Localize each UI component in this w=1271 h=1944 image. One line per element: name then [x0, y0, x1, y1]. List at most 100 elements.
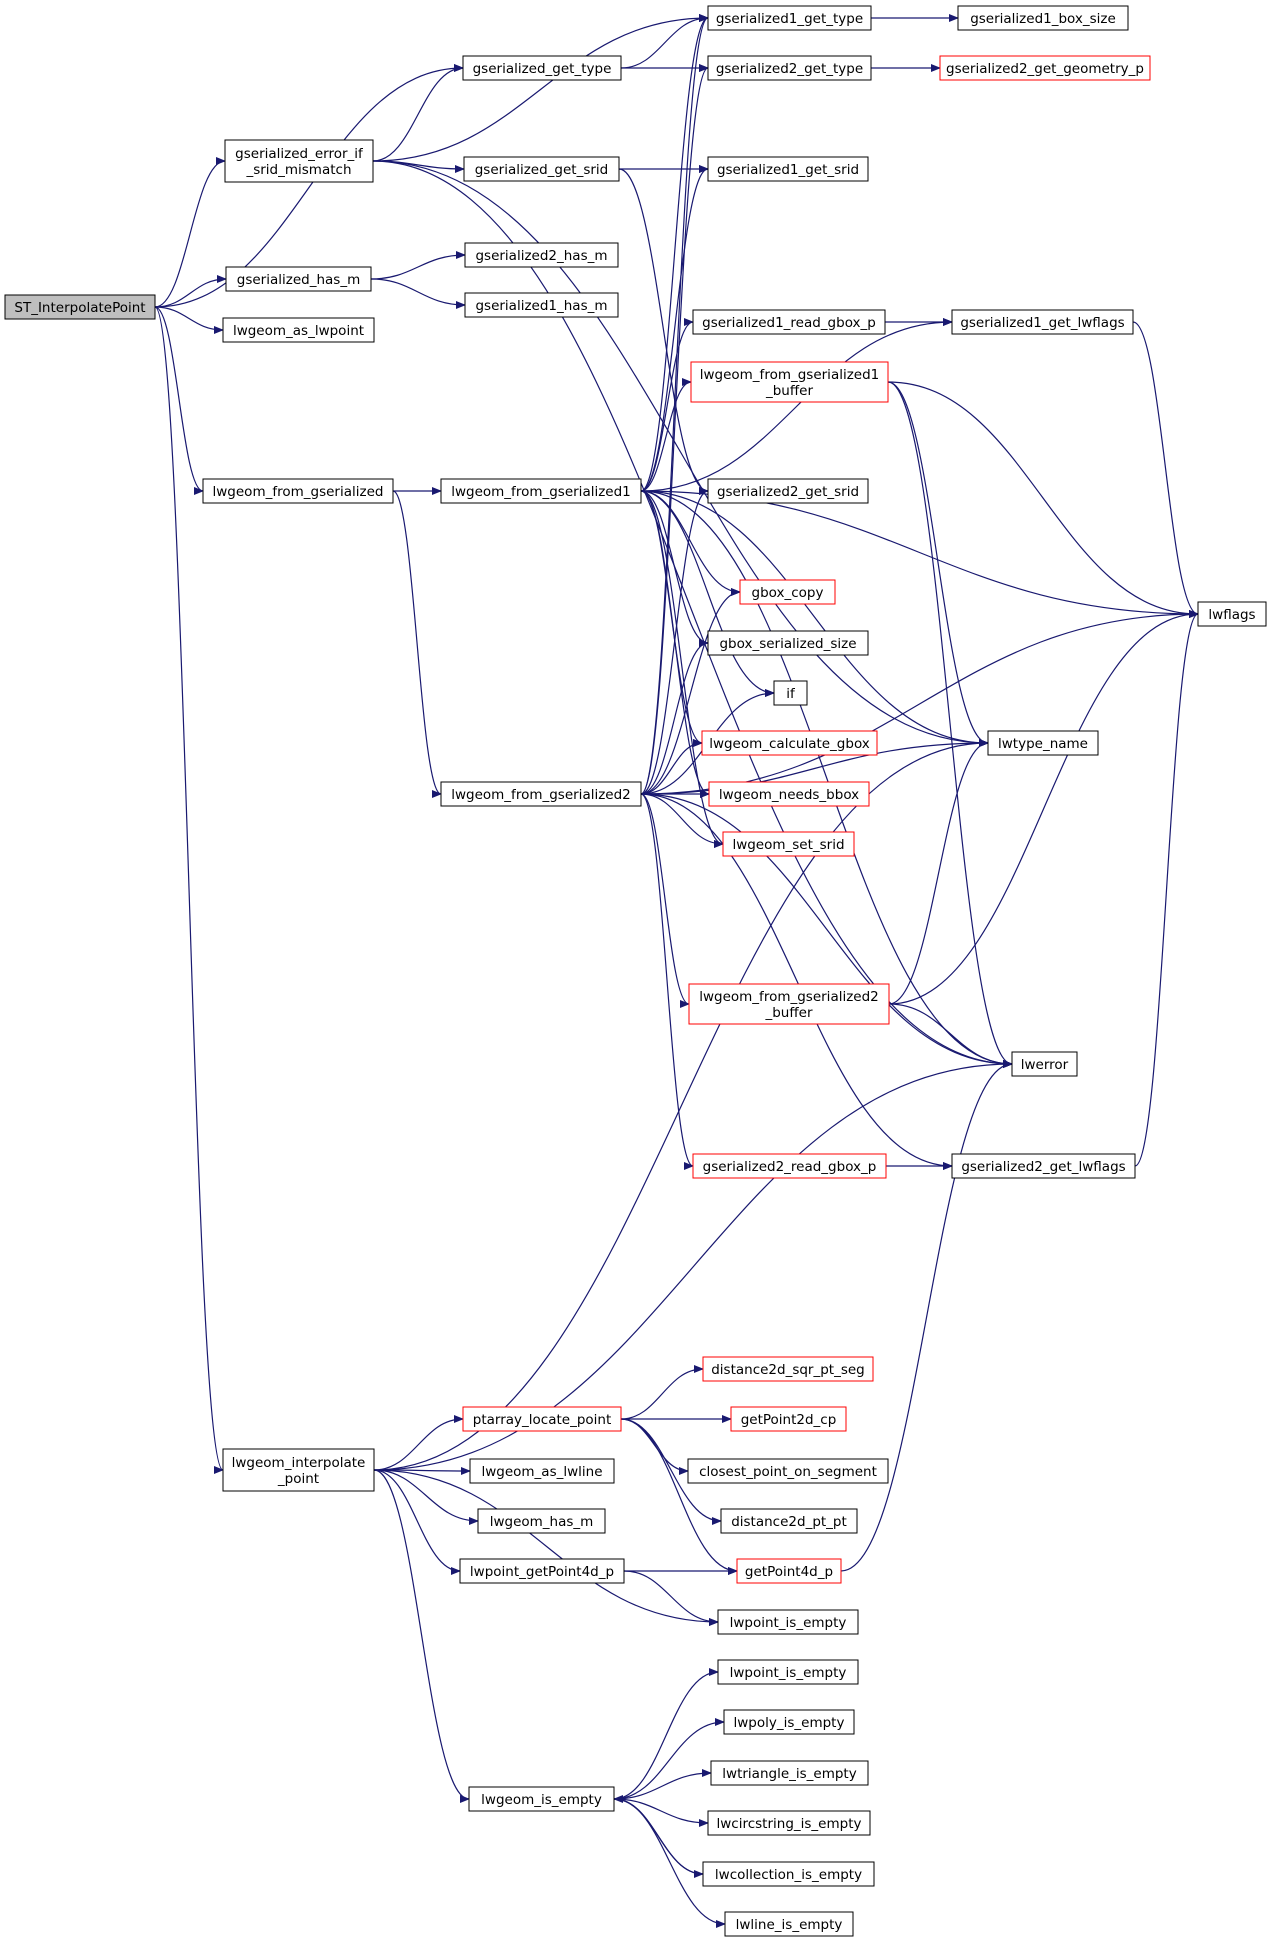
node-getpoint4d-p[interactable]: getPoint4d_p [736, 1558, 842, 1584]
node-lwtriangle-is-empty[interactable]: lwtriangle_is_empty [710, 1760, 869, 1786]
node-lwgeom-from-gserialized1-buffer[interactable]: lwgeom_from_gserialized1_buffer [690, 361, 889, 403]
node-gserialized1-has-m[interactable]: gserialized1_has_m [464, 292, 619, 318]
node-label: lwgeom_from_gserialized2 [699, 989, 879, 1005]
node-lwpoly-is-empty[interactable]: lwpoly_is_empty [723, 1709, 855, 1735]
node-box [723, 1709, 855, 1735]
node-label: gserialized2_get_type [716, 61, 863, 77]
node-lwgeom-calculate-gbox[interactable]: lwgeom_calculate_gbox [701, 730, 878, 756]
edge-lwgeom-from-gserialized1-to-gserialized1-get-lwflags [640, 318, 953, 492]
edge-lwgeom-from-gserialized2-to-lwgeom-calculate-gbox [640, 739, 703, 795]
node-lwline-is-empty[interactable]: lwline_is_empty [724, 1911, 854, 1937]
edge-gserialized-get-type-to-gserialized1-get-type [620, 14, 709, 69]
node-lwgeom-needs-bbox[interactable]: lwgeom_needs_bbox [708, 781, 870, 807]
node-box [724, 1911, 854, 1937]
node-lwcollection-is-empty[interactable]: lwcollection_is_empty [702, 1861, 875, 1887]
edge-lwgeom-from-gserialized2-to-lwgeom-from-gserialized2-buffer [640, 793, 690, 1008]
edge-lwgeom-from-gserialized2-to-lwerror [640, 793, 1013, 1068]
node-lwtype-name[interactable]: lwtype_name [987, 730, 1099, 756]
node-lwgeom-set-srid[interactable]: lwgeom_set_srid [722, 831, 855, 857]
node-label: gserialized1_read_gbox_p [702, 315, 876, 331]
node-gserialized2-read-gbox-p[interactable]: gserialized2_read_gbox_p [692, 1153, 887, 1179]
node-box [710, 1760, 869, 1786]
node-distance2d-pt-pt[interactable]: distance2d_pt_pt [720, 1508, 858, 1534]
node-label: lwline_is_empty [736, 1917, 843, 1933]
node-label: gbox_copy [752, 585, 824, 601]
node-gbox-copy[interactable]: gbox_copy [739, 579, 836, 605]
node-box [690, 361, 889, 403]
node-lwgeom-is-empty[interactable]: lwgeom_is_empty [468, 1786, 615, 1812]
node-st-interpolatepoint[interactable]: ST_InterpolatePoint [4, 294, 156, 320]
node-lwgeom-from-gserialized1[interactable]: lwgeom_from_gserialized1 [440, 478, 642, 504]
node-lwgeom-from-gserialized2-buffer[interactable]: lwgeom_from_gserialized2_buffer [688, 983, 890, 1025]
node-lwpoint-getpoint4d-p[interactable]: lwpoint_getPoint4d_p [459, 1558, 625, 1584]
node-gserialized2-get-type[interactable]: gserialized2_get_type [707, 55, 872, 81]
node-label: lwflags [1208, 607, 1255, 623]
edge-lwcollection-is-empty-to-lwgeom-is-empty [613, 1795, 704, 1875]
node-box [1011, 1051, 1078, 1077]
node-label: gserialized2_get_srid [717, 484, 859, 500]
node-lwgeom-as-lwpoint[interactable]: lwgeom_as_lwpoint [222, 317, 375, 343]
node-gserialized-get-type[interactable]: gserialized_get_type [462, 55, 622, 81]
node-label: lwgeom_is_empty [481, 1792, 602, 1808]
node-box [939, 55, 1151, 81]
node-box [225, 266, 372, 292]
edge-gserialized-has-m-to-gserialized1-has-m [370, 278, 466, 309]
node-lwgeom-interpolate-point[interactable]: lwgeom_interpolate_point [222, 1448, 375, 1492]
node-if[interactable]: if [773, 680, 808, 706]
node-gserialized1-get-type[interactable]: gserialized1_get_type [707, 5, 872, 31]
node-box [459, 1558, 625, 1584]
node-closest-point-on-segment[interactable]: closest_point_on_segment [687, 1458, 889, 1484]
edges-layer [154, 14, 1199, 1928]
node-label: gserialized2_get_geometry_p [946, 61, 1144, 77]
node-gserialized-get-srid[interactable]: gserialized_get_srid [463, 156, 620, 182]
node-gserialized2-get-srid[interactable]: gserialized2_get_srid [707, 478, 869, 504]
node-ptarray-locate-point[interactable]: ptarray_locate_point [462, 1406, 622, 1432]
node-gserialized-has-m[interactable]: gserialized_has_m [225, 266, 372, 292]
node-label: distance2d_sqr_pt_seg [711, 1362, 865, 1378]
node-lwpoint-is-empty-a[interactable]: lwpoint_is_empty [717, 1609, 859, 1635]
node-label: lwtype_name [998, 736, 1088, 752]
node-box [951, 309, 1134, 335]
node-label: lwtriangle_is_empty [722, 1766, 856, 1782]
node-lwflags[interactable]: lwflags [1197, 601, 1267, 627]
node-gserialized1-box-size[interactable]: gserialized1_box_size [957, 5, 1129, 31]
node-gserialized-error-if-srid-mismatch[interactable]: gserialized_error_if_srid_mismatch [224, 139, 374, 183]
node-label: gserialized2_has_m [475, 248, 607, 264]
node-lwcircstring-is-empty[interactable]: lwcircstring_is_empty [707, 1810, 871, 1836]
node-gserialized2-get-geometry-p[interactable]: gserialized2_get_geometry_p [939, 55, 1151, 81]
node-label: lwcircstring_is_empty [717, 1816, 862, 1832]
edge-gserialized1-get-lwflags-to-lwflags [1132, 321, 1199, 618]
node-box [440, 781, 642, 807]
node-lwgeom-as-lwline[interactable]: lwgeom_as_lwline [469, 1458, 615, 1484]
node-lwgeom-has-m[interactable]: lwgeom_has_m [477, 1508, 606, 1534]
node-gserialized1-get-lwflags[interactable]: gserialized1_get_lwflags [951, 309, 1134, 335]
node-lwpoint-is-empty-b[interactable]: lwpoint_is_empty [717, 1659, 859, 1685]
node-gserialized1-get-srid[interactable]: gserialized1_get_srid [707, 156, 869, 182]
node-gbox-serialized-size[interactable]: gbox_serialized_size [707, 630, 869, 656]
node-box [701, 730, 878, 756]
node-label: _buffer [765, 383, 813, 399]
node-box [222, 317, 375, 343]
node-box [951, 1153, 1136, 1179]
node-box [702, 1861, 875, 1887]
edge-ptarray-locate-point-to-getpoint4d-p [620, 1418, 738, 1575]
node-lwgeom-from-gserialized[interactable]: lwgeom_from_gserialized [202, 478, 394, 504]
node-gserialized2-get-lwflags[interactable]: gserialized2_get_lwflags [951, 1153, 1136, 1179]
node-label: lwgeom_calculate_gbox [709, 736, 870, 752]
node-lwgeom-from-gserialized2[interactable]: lwgeom_from_gserialized2 [440, 781, 642, 807]
edge-lwgeom-from-gserialized2-to-gserialized2-read-gbox-p [640, 793, 694, 1170]
edge-st-interpolatepoint-to-gserialized-error-if-srid-mismatch [154, 157, 226, 308]
node-box [736, 1558, 842, 1584]
edge-lwgeom-interpolate-point-to-lwerror [373, 1060, 1013, 1471]
node-box [707, 5, 872, 31]
node-label: gserialized2_read_gbox_p [703, 1159, 877, 1175]
node-lwerror[interactable]: lwerror [1011, 1051, 1078, 1077]
node-label: gbox_serialized_size [719, 636, 856, 652]
node-box [707, 630, 869, 656]
edge-st-interpolatepoint-to-lwgeom-from-gserialized [154, 306, 204, 495]
node-getpoint2d-cp[interactable]: getPoint2d_cp [730, 1406, 847, 1432]
node-gserialized1-read-gbox-p[interactable]: gserialized1_read_gbox_p [692, 309, 886, 335]
node-gserialized2-has-m[interactable]: gserialized2_has_m [464, 242, 619, 268]
node-label: lwgeom_as_lwpoint [233, 323, 364, 339]
node-distance2d-sqr-pt-seg[interactable]: distance2d_sqr_pt_seg [702, 1356, 874, 1382]
